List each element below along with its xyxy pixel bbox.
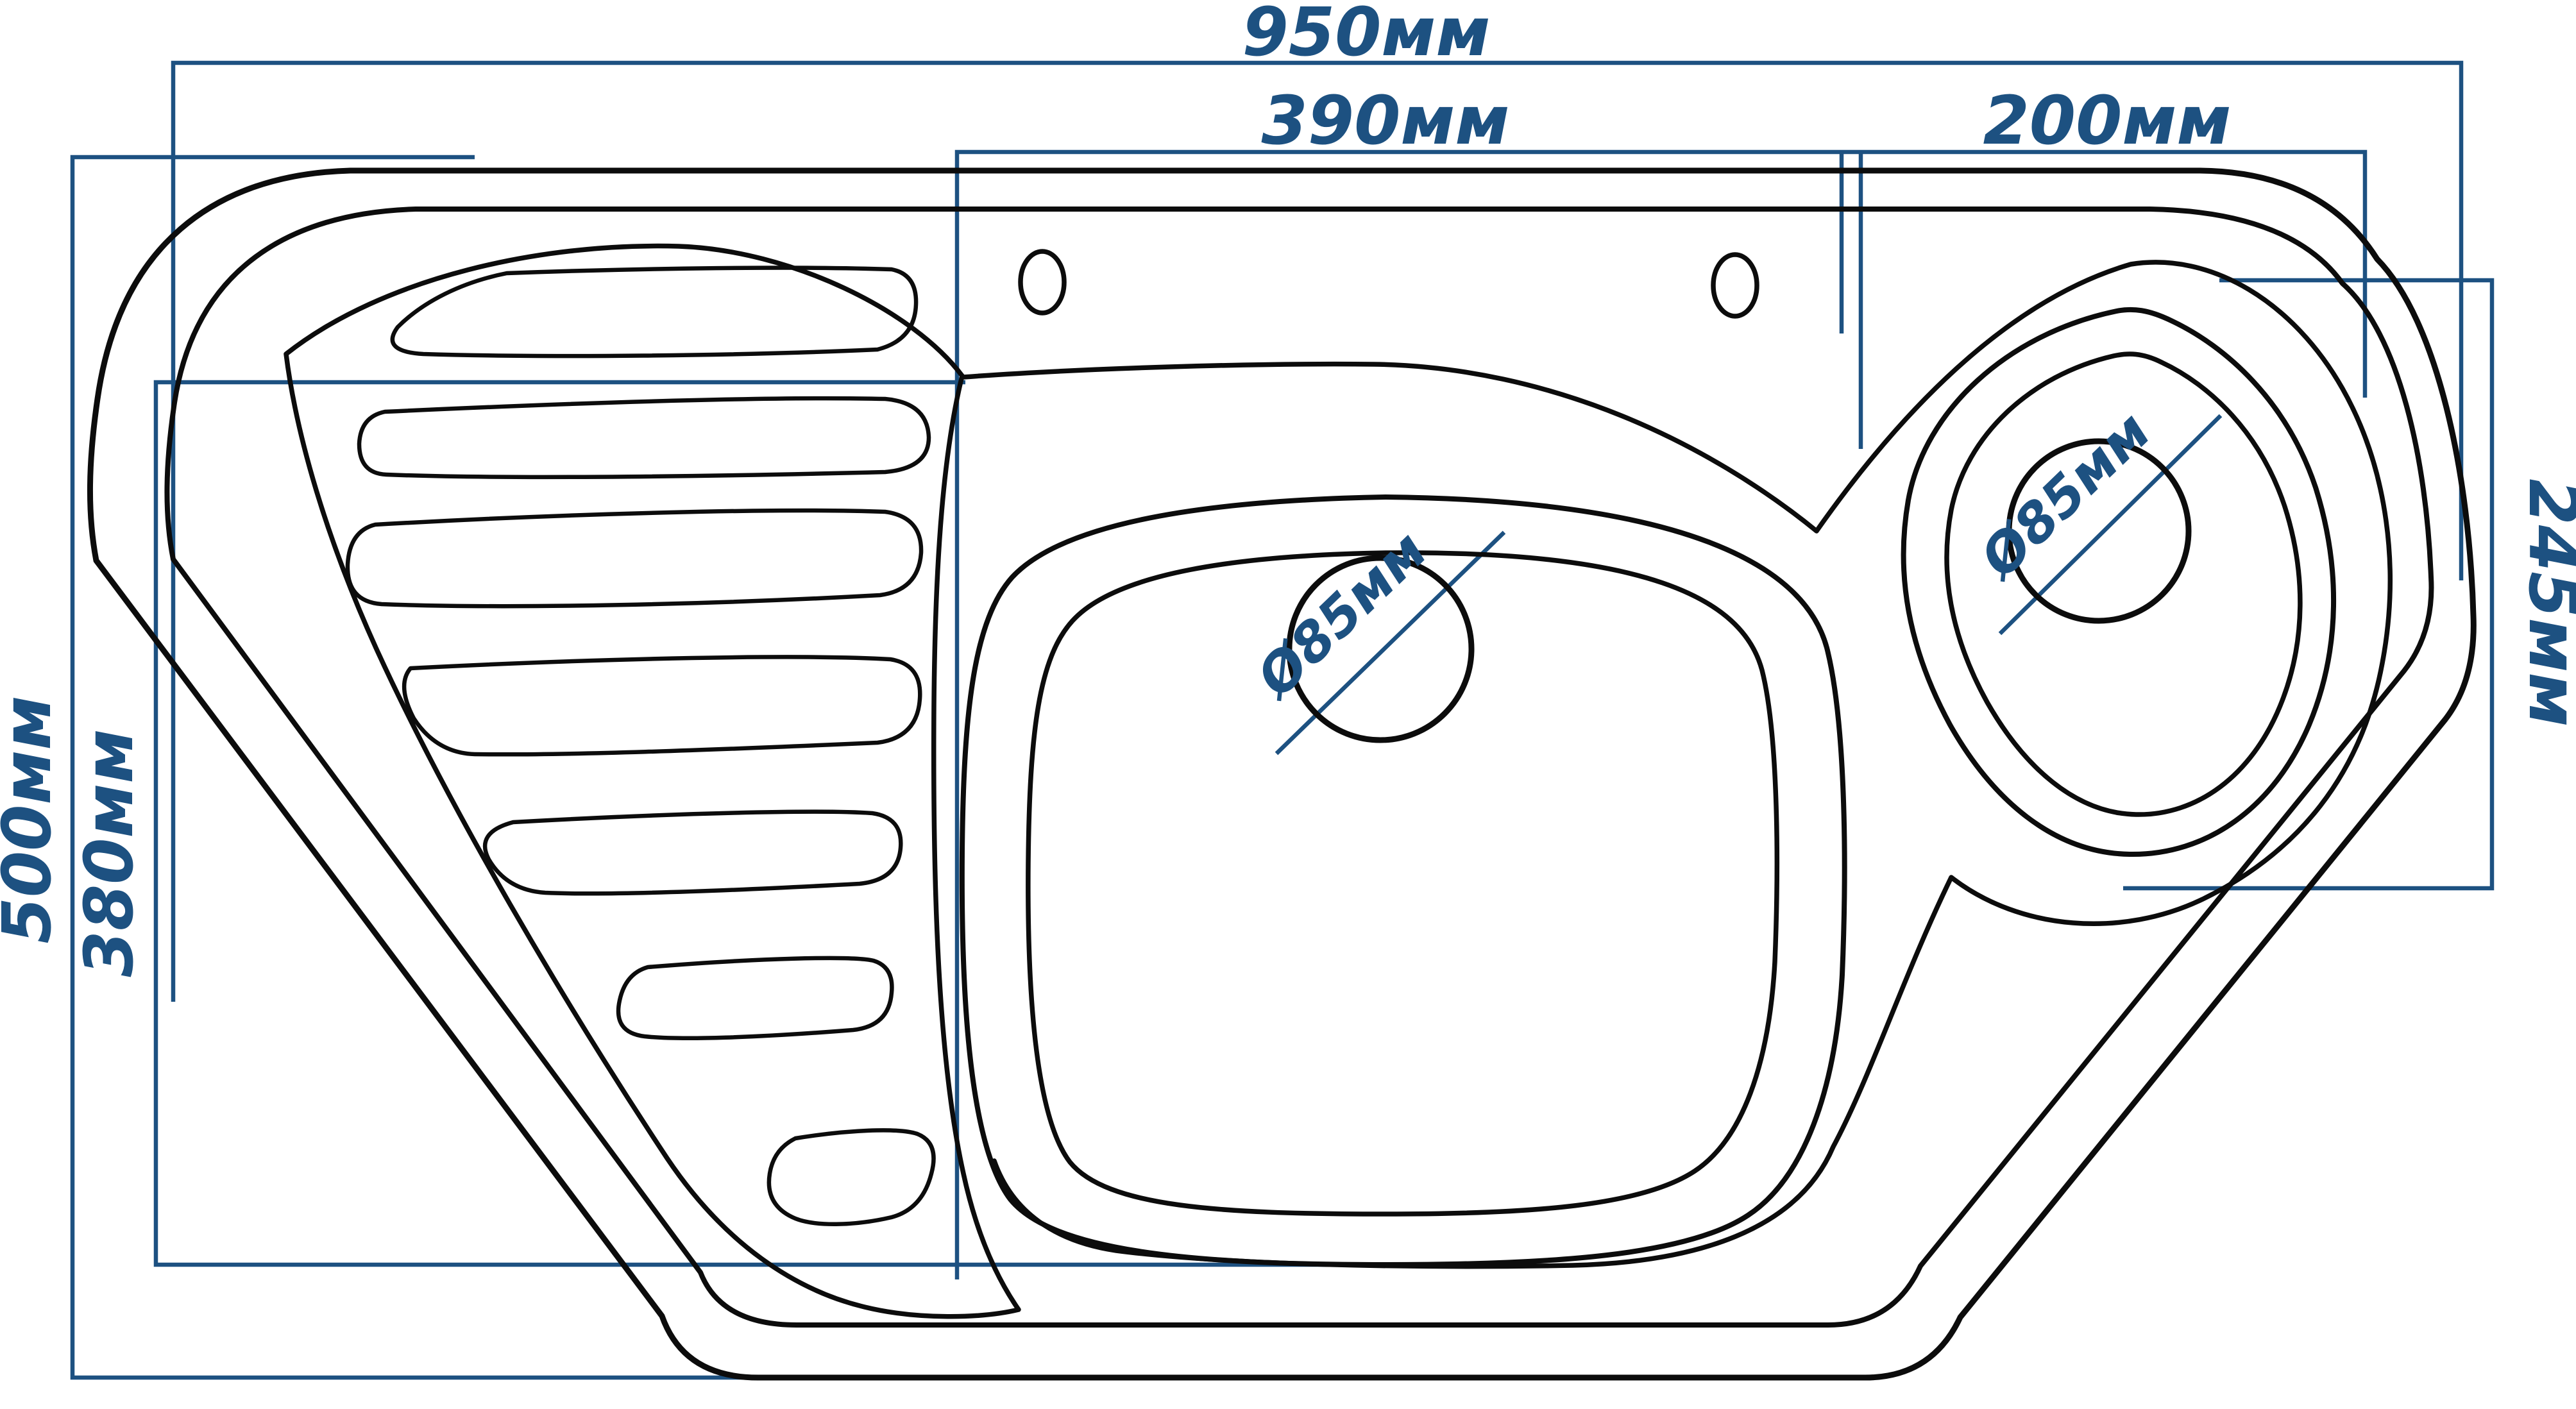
drainboard-outline <box>284 243 1021 1319</box>
right-bowl-drain-hole <box>2006 438 2192 624</box>
right-bowl <box>1901 307 2336 857</box>
faucet-hole-left <box>1018 249 1067 316</box>
faucet-holes <box>1018 249 1759 319</box>
dim-total-width <box>171 60 2464 1002</box>
dimension-labels-group: 950мм 390мм 200мм 500мм 380мм 245мм Ø85м… <box>0 0 2576 977</box>
rib-1 <box>390 266 919 359</box>
faucet-hole-right <box>1711 252 1759 319</box>
dim-label-right-bowl-depth: 245мм <box>2514 478 2576 727</box>
right-bowl-inner <box>1944 351 2303 817</box>
sink-inner-rim <box>164 207 2434 1328</box>
dim-label-main-drain: Ø85мм <box>1243 519 1439 711</box>
dim-bowl-widths <box>954 149 2368 1279</box>
dim-390-200-carrier <box>954 149 2368 1279</box>
main-bowl-drain-hole <box>1286 555 1475 743</box>
sink-outer-rim <box>87 167 2477 1381</box>
rib-2 <box>357 396 931 480</box>
dim-label-total-width: 950мм <box>1242 0 1490 71</box>
main-bowl-outer <box>959 494 1847 1267</box>
dim-label-right-bowl-width: 200мм <box>1983 81 2231 160</box>
main-bowl-inner <box>1026 550 1780 1217</box>
sink-outline-group <box>87 167 2477 1381</box>
right-bowl-outer <box>1901 307 2336 857</box>
rib-6 <box>616 956 894 1041</box>
dim-500-bracket <box>70 155 1219 1380</box>
rib-7 <box>767 1128 936 1226</box>
dimension-lines-group <box>70 60 2495 1380</box>
rib-4 <box>402 655 922 757</box>
dim-label-main-bowl-width: 390мм <box>1261 81 1509 160</box>
dim-main-drain-leader <box>1275 530 1506 755</box>
dim-label-bowl-zone-depth: 380мм <box>70 729 148 977</box>
bowl-deck-contour <box>961 260 2393 1269</box>
main-bowl <box>959 494 1847 1267</box>
dim-380-bracket <box>153 380 1482 1267</box>
rib-5 <box>482 809 903 896</box>
dim-label-right-drain: Ø85мм <box>1967 400 2162 591</box>
rib-3 <box>345 508 924 609</box>
dim-950-line <box>171 60 2464 1002</box>
drainboard-ribs <box>345 266 936 1226</box>
dim-label-total-depth: 500мм <box>0 695 66 943</box>
